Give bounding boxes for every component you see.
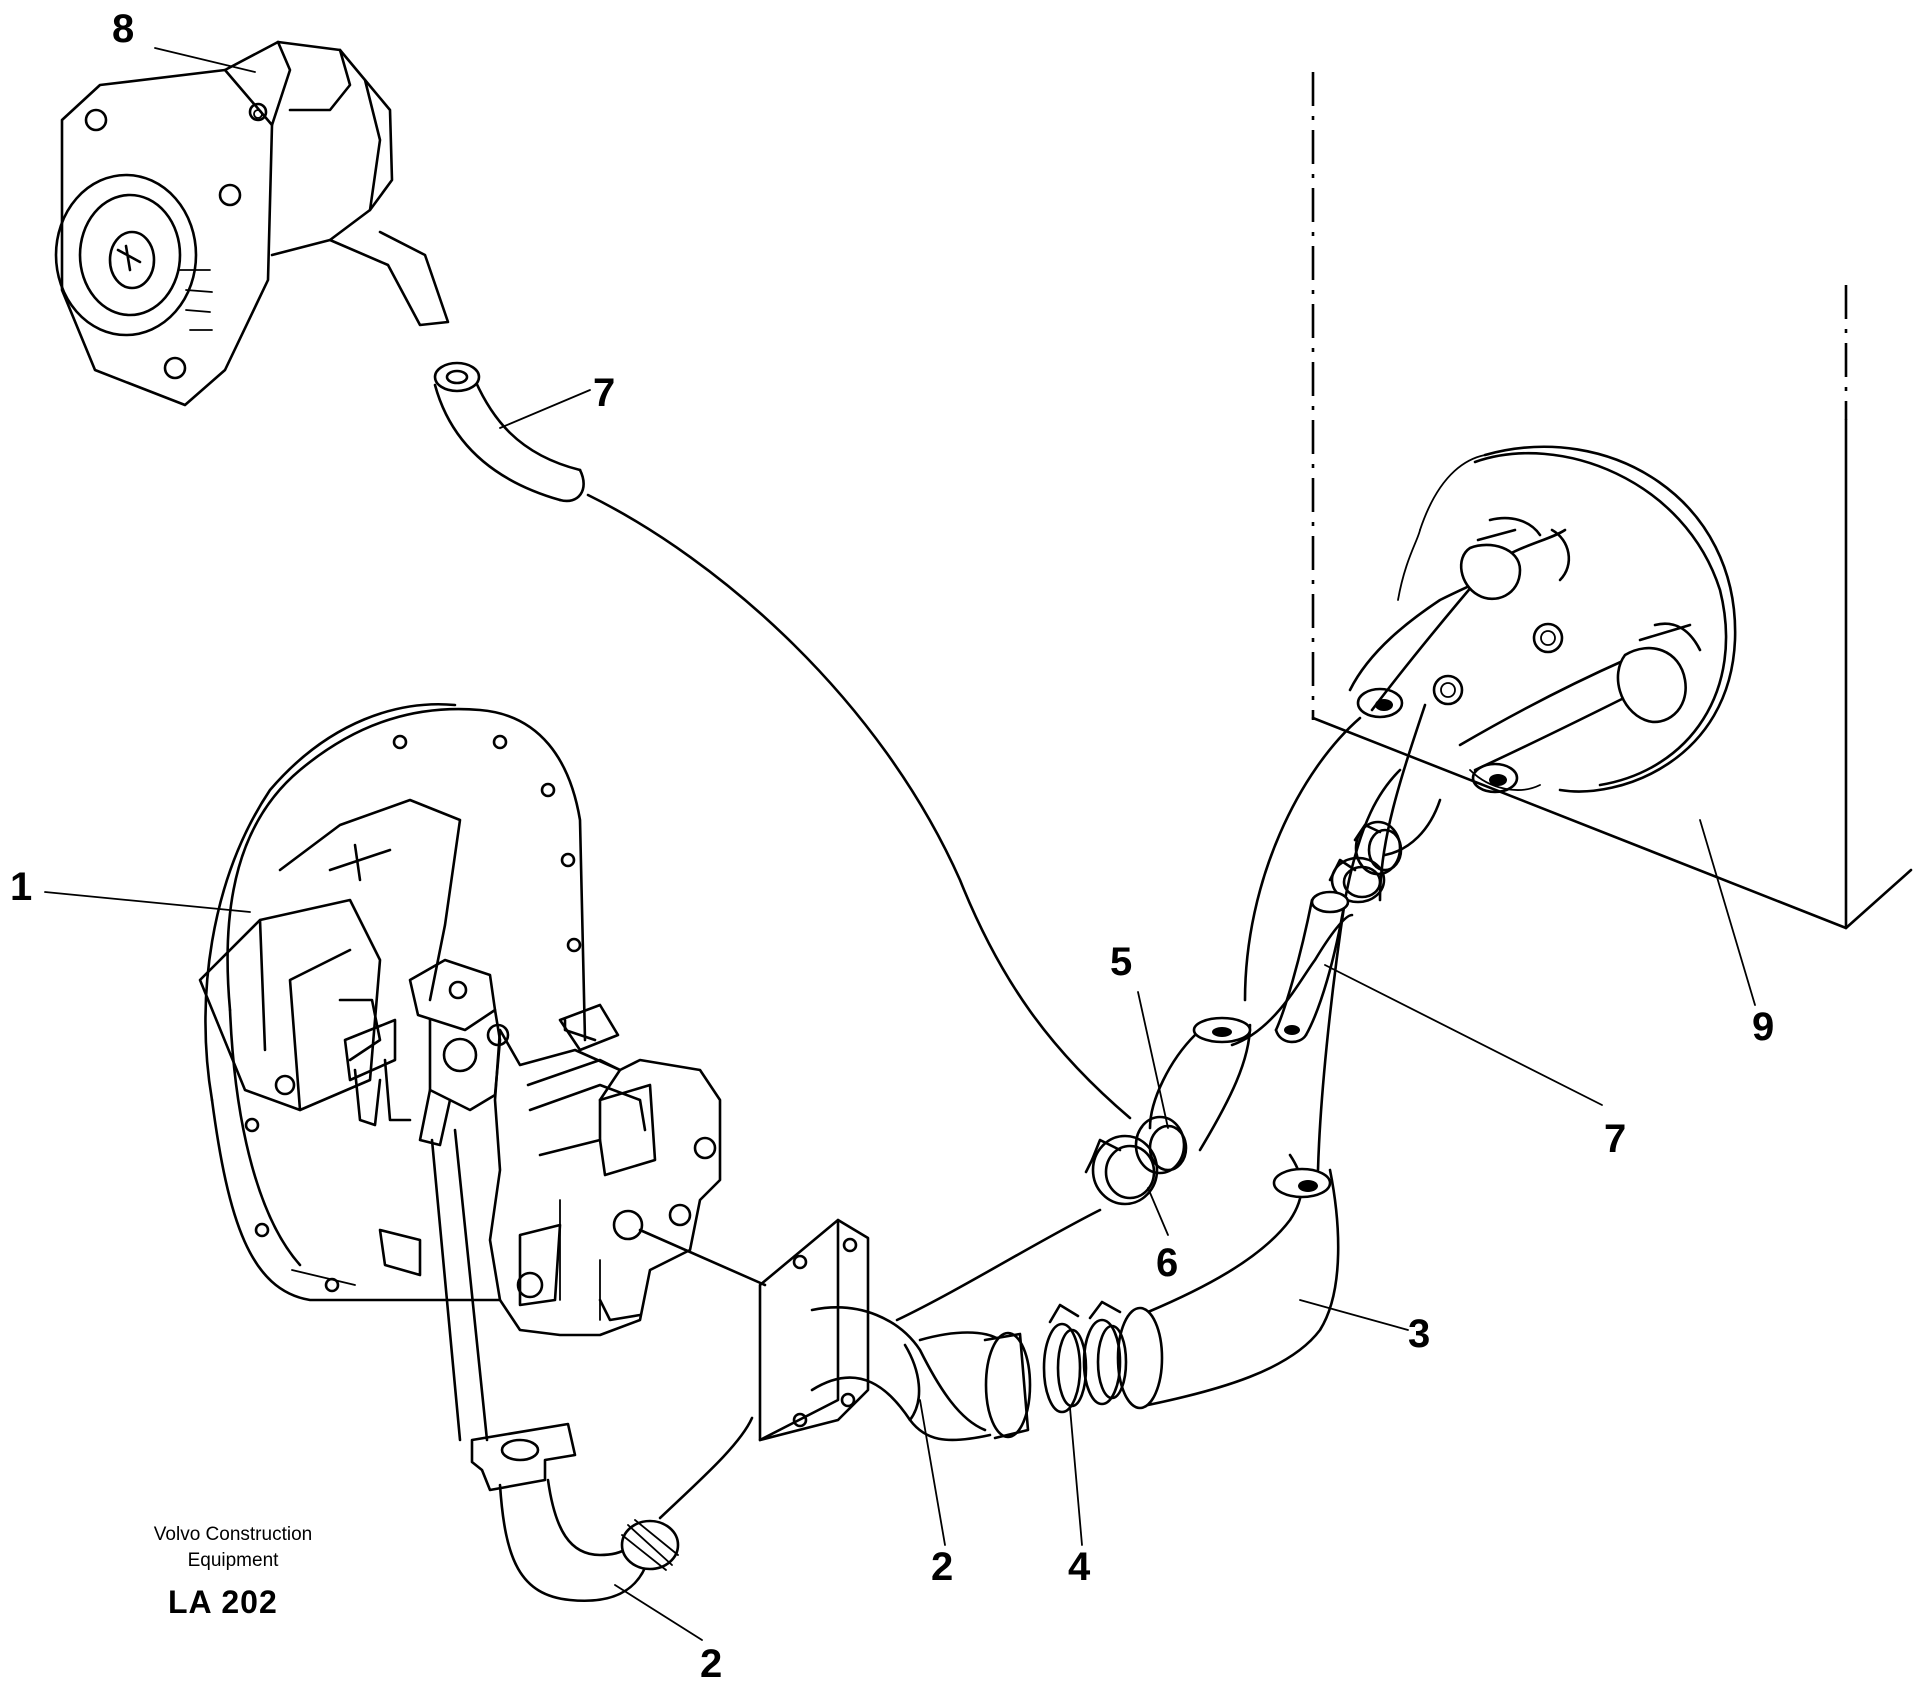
callout-7-upper-hose: 7 (593, 371, 615, 415)
manufacturer-line-1: Volvo Construction (153, 1524, 313, 1545)
callout-6: 6 (1156, 1241, 1178, 1285)
drawing-code: LA 202 (168, 1584, 278, 1620)
callout-1: 1 (10, 865, 32, 909)
callout-8: 8 (112, 7, 134, 51)
callout-2-lower-pipe: 2 (700, 1642, 722, 1685)
pipe-2-flange (498, 1208, 1102, 1603)
flywheel-housing-1 (198, 703, 767, 1492)
manufacturer-line-2: Equipment (187, 1550, 279, 1571)
hose-7-upper (433, 361, 1132, 1120)
callout-4: 4 (1068, 1545, 1091, 1589)
hose-3-with-clamps (1042, 768, 1402, 1414)
callout-labels: 1 2 2 3 4 5 6 7 7 8 9 (10, 7, 1774, 1685)
hose-7-lower-with-clamps (1084, 798, 1442, 1206)
callout-7-lower-hose: 7 (1604, 1117, 1626, 1161)
manufacturer-caption: Volvo Construction Equipment (122, 1522, 344, 1574)
radiator-panel (1311, 72, 1913, 930)
pump-8 (54, 40, 450, 407)
callout-9: 9 (1752, 1005, 1774, 1049)
radiator-outlet-flange (1243, 445, 1737, 1002)
callout-5: 5 (1110, 940, 1132, 984)
leader-lines (44, 47, 1756, 1641)
callout-2-pipe: 2 (931, 1545, 953, 1589)
callout-3: 3 (1408, 1312, 1430, 1356)
